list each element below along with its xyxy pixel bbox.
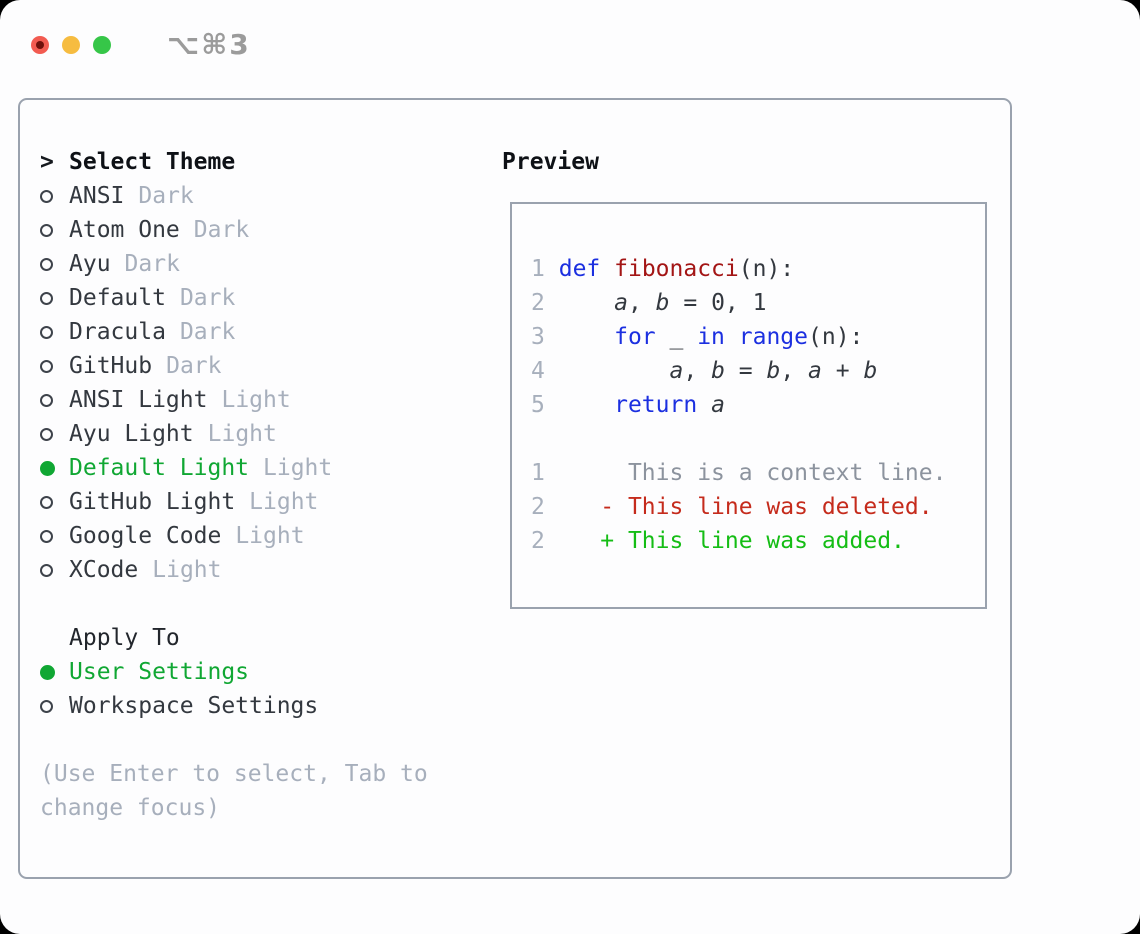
theme-option-google-code-light[interactable]: Google Code Light [40, 519, 490, 553]
code-line: 3 for _ in range(n): [531, 324, 864, 350]
theme-name: Google Code [69, 523, 222, 549]
radio-icon [40, 393, 53, 407]
radio-icon [40, 291, 53, 305]
radio-icon [40, 699, 53, 713]
zoom-button[interactable] [93, 35, 111, 54]
theme-name: GitHub [69, 353, 153, 379]
theme-name: XCode [69, 557, 139, 583]
theme-variant: Light [152, 557, 222, 583]
minimize-button[interactable] [62, 35, 80, 54]
radio-selected-icon [40, 460, 55, 476]
diff-line-context: 1 This is a context line. [531, 460, 947, 486]
unsaved-dot-icon [36, 40, 44, 49]
radio-icon [40, 189, 53, 203]
preview-box: 1 def fibonacci(n): 2 a, b = 0, 1 3 for _ … [510, 202, 987, 609]
close-button[interactable] [31, 35, 49, 54]
theme-option-xcode-light[interactable]: XCode Light [40, 553, 490, 587]
theme-variant: Dark [124, 251, 180, 277]
select-theme-title: Select Theme [69, 149, 236, 175]
theme-name: Ayu [69, 251, 111, 277]
apply-to-title: Apply To [69, 625, 180, 651]
line-number: 3 [531, 324, 545, 350]
focus-caret-icon: > [40, 149, 54, 175]
diff-line-added: 2 + This line was added. [531, 528, 905, 554]
line-number: 4 [531, 358, 545, 384]
theme-variant: Light [263, 455, 333, 481]
code-preview: 1 def fibonacci(n): 2 a, b = 0, 1 3 for _ … [531, 252, 985, 422]
theme-name: ANSI [69, 183, 125, 209]
theme-option-default-dark[interactable]: Default Dark [40, 281, 490, 315]
theme-option-ayu-light-light[interactable]: Ayu Light Light [40, 417, 490, 451]
select-theme-header: > Select Theme [40, 145, 490, 179]
theme-variant: Light [207, 421, 277, 447]
theme-option-github-light-light[interactable]: GitHub Light Light [40, 485, 490, 519]
theme-variant: Dark [166, 353, 222, 379]
apply-to-header: Apply To [40, 621, 490, 655]
theme-name: Dracula [69, 319, 166, 345]
spacer [40, 587, 490, 621]
theme-option-dracula-dark[interactable]: Dracula Dark [40, 315, 490, 349]
theme-name: Ayu Light [69, 421, 194, 447]
code-line: 4 a, b = b, a + b [531, 358, 878, 384]
code-line: 1 def fibonacci(n): [531, 256, 795, 282]
line-number: 2 [531, 494, 545, 520]
spacer [531, 422, 985, 456]
theme-option-ansi-light-light[interactable]: ANSI Light Light [40, 383, 490, 417]
apply-option-label: Workspace Settings [69, 693, 319, 719]
theme-variant: Dark [179, 319, 236, 345]
line-number: 5 [531, 392, 545, 418]
theme-option-ansi-dark[interactable]: ANSI Dark [40, 179, 490, 213]
line-number: 2 [531, 528, 545, 554]
theme-name: Atom One [69, 217, 180, 243]
theme-name: Default Light [69, 455, 250, 481]
radio-icon [40, 427, 53, 441]
theme-variant: Light [221, 387, 291, 413]
theme-variant: Light [249, 489, 319, 515]
radio-icon [40, 529, 53, 543]
diff-preview: 1 This is a context line. 2 - This line w… [531, 456, 985, 558]
radio-icon [40, 359, 53, 373]
theme-option-atom-one-dark[interactable]: Atom One Dark [40, 213, 490, 247]
line-number: 1 [531, 256, 545, 282]
radio-selected-icon [40, 664, 55, 680]
theme-name: GitHub Light [69, 489, 236, 515]
radio-icon [40, 223, 53, 237]
diff-line-deleted: 2 - This line was deleted. [531, 494, 933, 520]
code-line: 2 a, b = 0, 1 [531, 290, 767, 316]
theme-variant: Dark [138, 183, 194, 209]
keyboard-hint: (Use Enter to select, Tab to change focu… [40, 761, 428, 821]
theme-variant: Dark [193, 217, 250, 243]
titlebar: ⌥⌘3 [31, 28, 251, 61]
apply-option-user-settings[interactable]: User Settings [40, 655, 490, 689]
radio-icon [40, 325, 53, 339]
line-number: 1 [531, 460, 545, 486]
apply-option-workspace-settings[interactable]: Workspace Settings [40, 689, 490, 723]
theme-option-ayu-dark[interactable]: Ayu Dark [40, 247, 490, 281]
theme-variant: Light [235, 523, 305, 549]
radio-icon [40, 257, 53, 271]
preview-title: Preview [502, 149, 599, 175]
theme-name: ANSI Light [69, 387, 208, 413]
theme-option-github-dark[interactable]: GitHub Dark [40, 349, 490, 383]
theme-option-default-light-light[interactable]: Default Light Light [40, 451, 490, 485]
code-line: 5 return a [531, 392, 725, 418]
theme-name: Default [69, 285, 166, 311]
window-shortcut-title: ⌥⌘3 [167, 28, 251, 61]
theme-variant: Dark [179, 285, 236, 311]
radio-icon [40, 563, 53, 577]
apply-option-label: User Settings [69, 659, 250, 685]
radio-icon [40, 495, 53, 509]
line-number: 2 [531, 290, 545, 316]
